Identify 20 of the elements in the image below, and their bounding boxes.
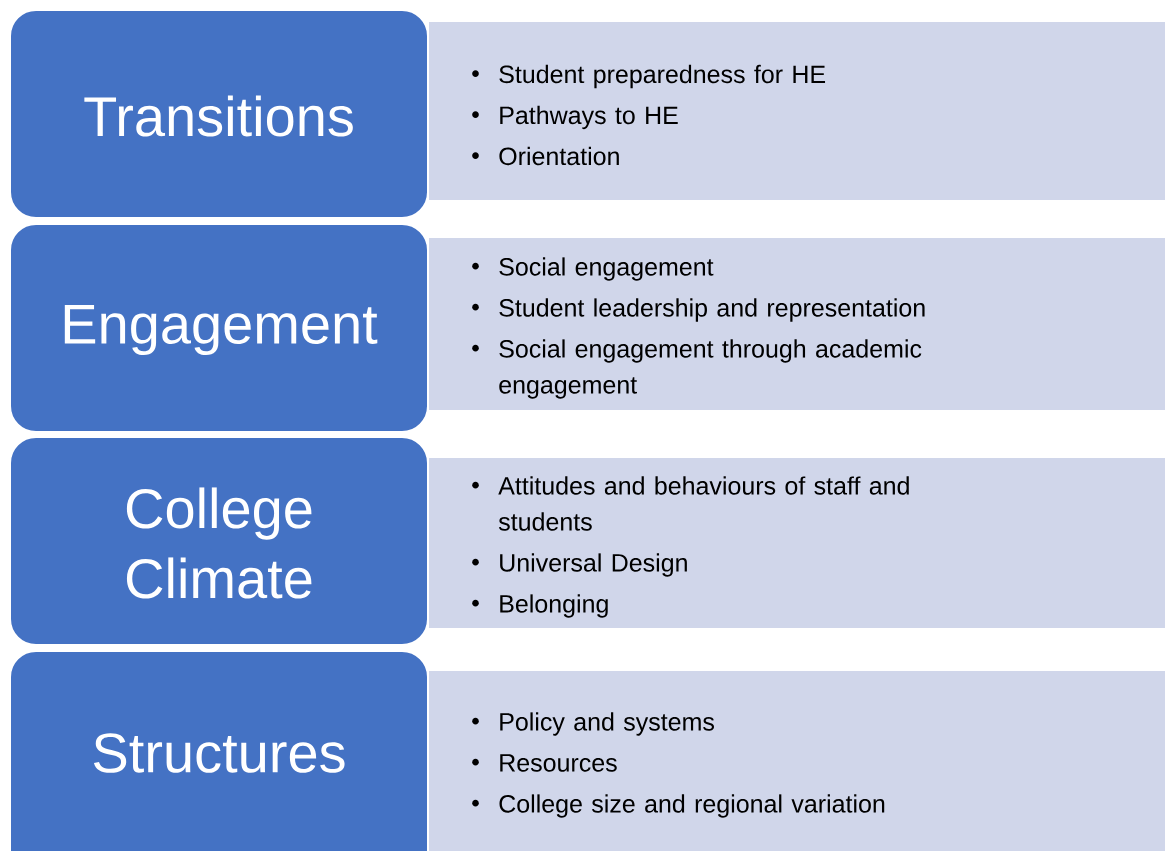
bullet-item: Resources [472,754,617,772]
bullet-item: Policy and systems [472,712,714,736]
list-panel [429,22,1165,200]
bullet-item: College size and regional variation [472,794,885,818]
bullet-item: Attitudes and behaviours of staff and students [472,476,909,531]
bullet-item: Student preparedness for HE [472,64,826,89]
list-panel [429,458,1165,628]
bullet-item: Orientation [472,146,619,166]
bullet-item: Student leadership and representation [472,298,925,322]
bullet-item: Belonging [472,594,608,618]
bullet-item: Universal Design [472,553,687,577]
bullet-item: Social engagement through academic engagement [472,339,922,399]
bullet-item: Social engagement [472,257,714,281]
list-panel [429,238,1165,410]
heading-box: College Climate [9,436,429,646]
heading-box: Transitions [9,9,429,219]
heading-box: Structures [9,650,429,851]
heading-box: Engagement [9,223,429,433]
bullet-item: Pathways to HE [472,105,678,130]
list-panel [429,671,1165,851]
